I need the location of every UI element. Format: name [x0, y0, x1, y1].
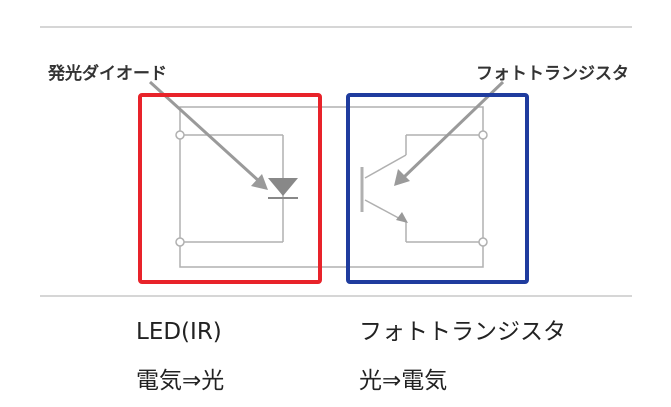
led-circuit	[180, 134, 284, 243]
led-pointer-arrow-icon	[148, 80, 268, 190]
led-terminals	[175, 130, 185, 247]
phototransistor-highlight-box	[346, 93, 529, 284]
led-label: 発光ダイオード	[47, 63, 167, 84]
led-conversion-caption: 電気⇒光	[136, 368, 225, 394]
package-outline	[179, 106, 484, 268]
collector-terminal	[478, 130, 488, 140]
phototransistor-circuit	[364, 134, 483, 243]
phototransistor-name-caption: フォトトランジスタ	[359, 319, 566, 345]
led-cathode-terminal	[175, 237, 185, 247]
diode-symbol-icon	[268, 178, 298, 199]
led-anode-terminal	[175, 130, 185, 140]
led-highlight-box	[138, 93, 322, 284]
led-name-caption: LED(IR)	[136, 319, 222, 345]
phototransistor-terminals	[478, 130, 488, 247]
phototransistor-conversion-caption: 光⇒電気	[359, 368, 448, 394]
emitter-arrow-icon	[396, 212, 408, 223]
emitter-terminal	[478, 237, 488, 247]
phototransistor-label: フォトトランジスタ	[476, 64, 629, 84]
phototransistor-pointer-arrow-icon	[394, 80, 505, 186]
